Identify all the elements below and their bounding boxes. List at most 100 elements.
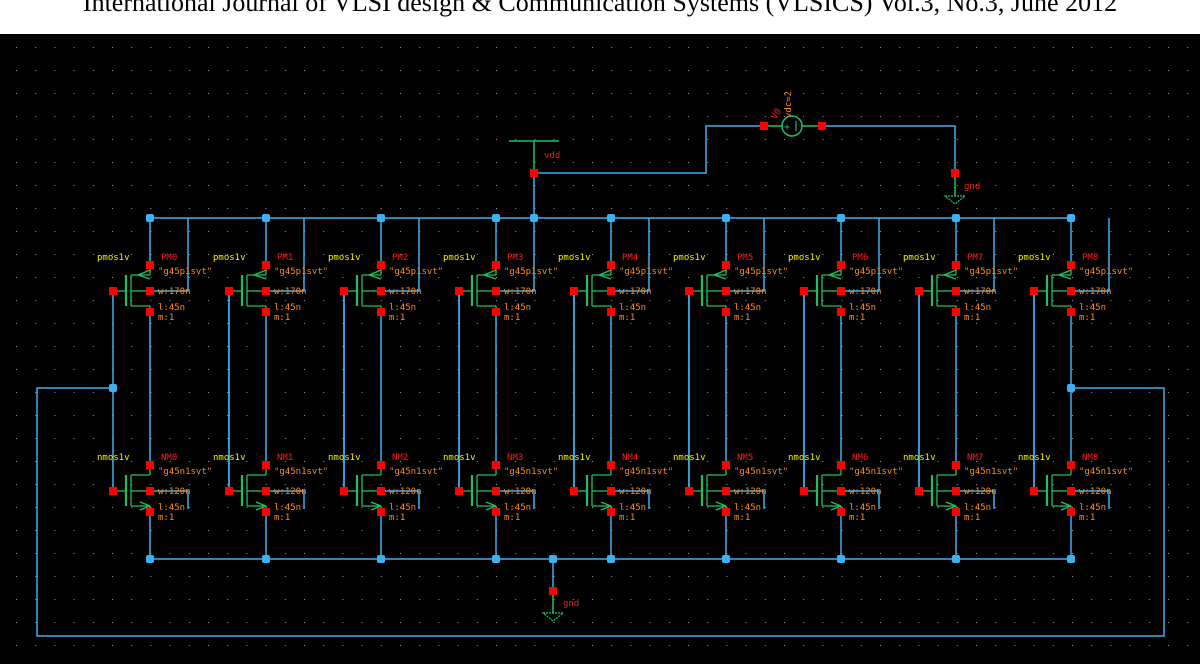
gnd-top-pin[interactable] [951, 169, 959, 177]
pmos-bulk-wire[interactable] [154, 218, 189, 292]
source-pin[interactable] [837, 261, 845, 269]
nmos-transistor-4[interactable] [578, 469, 612, 511]
source-pin[interactable] [262, 261, 270, 269]
gate-pin[interactable] [915, 287, 923, 295]
nmos-bulk-wire[interactable] [845, 490, 880, 509]
bulk-pin[interactable] [377, 287, 385, 295]
bulk-pin[interactable] [837, 487, 845, 495]
bulk-pin[interactable] [722, 287, 730, 295]
nmos-transistor-8[interactable] [1038, 469, 1072, 511]
vdd-source-wire[interactable] [534, 125, 760, 174]
pmos-transistor-7[interactable] [923, 269, 957, 308]
nmos-transistor-5[interactable] [693, 469, 727, 511]
pmos-transistor-1[interactable] [233, 269, 267, 308]
bulk-pin[interactable] [146, 287, 154, 295]
bulk-pin[interactable] [146, 487, 154, 495]
gate-pin[interactable] [455, 487, 463, 495]
bulk-pin[interactable] [492, 287, 500, 295]
gate-pin[interactable] [1030, 487, 1038, 495]
bulk-pin[interactable] [952, 487, 960, 495]
pmos-bulk-wire[interactable] [960, 218, 995, 292]
source-gnd-wire[interactable] [826, 125, 956, 169]
nmos-bulk-wire[interactable] [615, 490, 650, 509]
source-pin[interactable] [952, 261, 960, 269]
nmos-transistor-3[interactable] [463, 469, 497, 511]
nmos-transistor-6[interactable] [808, 469, 842, 511]
bulk-pin[interactable] [492, 487, 500, 495]
gate-pin[interactable] [915, 487, 923, 495]
bulk-pin[interactable] [722, 487, 730, 495]
pmos-bulk-wire[interactable] [500, 218, 535, 292]
gate-pin[interactable] [1030, 287, 1038, 295]
nmos-bulk-wire[interactable] [500, 490, 535, 509]
source-pin[interactable] [1067, 508, 1075, 516]
drain-pin[interactable] [377, 461, 385, 469]
pmos-bulk-wire[interactable] [845, 218, 880, 292]
pmos-transistor-6[interactable] [808, 269, 842, 308]
drain-pin[interactable] [952, 308, 960, 316]
gate-pin[interactable] [455, 287, 463, 295]
drain-pin[interactable] [262, 308, 270, 316]
dc-source-symbol[interactable] [781, 115, 803, 137]
source-pin[interactable] [262, 508, 270, 516]
gate-pin[interactable] [340, 487, 348, 495]
gate-pin[interactable] [800, 487, 808, 495]
pmos-bulk-wire[interactable] [385, 218, 420, 292]
drain-pin[interactable] [492, 461, 500, 469]
nmos-transistor-0[interactable] [117, 469, 151, 511]
pmos-transistor-3[interactable] [463, 269, 497, 308]
drain-pin[interactable] [1067, 461, 1075, 469]
source-pin[interactable] [607, 508, 615, 516]
source-pin[interactable] [1067, 261, 1075, 269]
bulk-pin[interactable] [952, 287, 960, 295]
gate-pin[interactable] [225, 287, 233, 295]
gate-pin[interactable] [685, 287, 693, 295]
source-pin-plus[interactable] [760, 122, 768, 130]
nmos-bulk-wire[interactable] [730, 490, 765, 509]
source-pin[interactable] [722, 261, 730, 269]
source-pin[interactable] [837, 508, 845, 516]
bulk-pin[interactable] [1067, 487, 1075, 495]
pmos-bulk-wire[interactable] [730, 218, 765, 292]
feedback-loop-wire[interactable] [36, 387, 1165, 637]
gate-pin[interactable] [570, 287, 578, 295]
nmos-bulk-wire[interactable] [385, 490, 420, 509]
drain-pin[interactable] [146, 308, 154, 316]
gate-pin[interactable] [685, 487, 693, 495]
bulk-pin[interactable] [377, 487, 385, 495]
bulk-pin[interactable] [607, 287, 615, 295]
pmos-bulk-wire[interactable] [615, 218, 650, 292]
source-pin[interactable] [492, 261, 500, 269]
nmos-bulk-wire[interactable] [154, 490, 189, 509]
source-pin[interactable] [492, 508, 500, 516]
nmos-transistor-7[interactable] [923, 469, 957, 511]
gate-pin[interactable] [109, 487, 117, 495]
source-pin-minus[interactable] [818, 122, 826, 130]
drain-pin[interactable] [492, 308, 500, 316]
bulk-pin[interactable] [262, 487, 270, 495]
bulk-pin[interactable] [607, 487, 615, 495]
vdd-pin[interactable] [530, 169, 538, 177]
source-pin[interactable] [146, 508, 154, 516]
bulk-pin[interactable] [1067, 287, 1075, 295]
drain-pin[interactable] [607, 308, 615, 316]
source-pin[interactable] [722, 508, 730, 516]
gate-pin[interactable] [570, 487, 578, 495]
drain-pin[interactable] [1067, 308, 1075, 316]
nmos-transistor-1[interactable] [233, 469, 267, 511]
pmos-transistor-0[interactable] [117, 269, 151, 308]
bulk-pin[interactable] [837, 287, 845, 295]
drain-pin[interactable] [952, 461, 960, 469]
drain-pin[interactable] [722, 308, 730, 316]
pmos-bulk-wire[interactable] [270, 218, 305, 292]
drain-pin[interactable] [722, 461, 730, 469]
source-pin[interactable] [377, 261, 385, 269]
pmos-transistor-5[interactable] [693, 269, 727, 308]
gate-pin[interactable] [225, 487, 233, 495]
drain-pin[interactable] [262, 461, 270, 469]
source-pin[interactable] [607, 261, 615, 269]
gate-pin[interactable] [109, 287, 117, 295]
gnd-bottom-pin[interactable] [549, 587, 557, 595]
drain-pin[interactable] [837, 308, 845, 316]
